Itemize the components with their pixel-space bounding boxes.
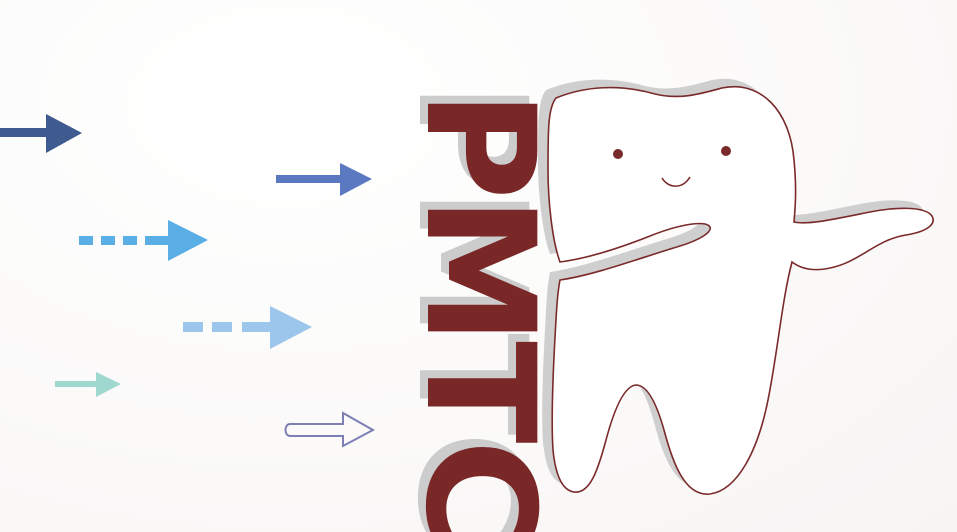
arrow-dashed-icon <box>183 322 203 332</box>
logo-shadow-text: PMTC <box>384 82 558 532</box>
arrow-dash <box>123 236 137 245</box>
arrow-head <box>270 306 312 349</box>
arrow-dash <box>101 236 115 245</box>
arrow-solid-icon <box>276 175 346 183</box>
arrow-dark-navy <box>0 114 82 153</box>
arrow-outline-icon <box>284 411 376 448</box>
tooth-left-eye <box>613 149 623 159</box>
arrow-dash <box>145 236 175 245</box>
logo-text: PMTC <box>392 90 566 532</box>
arrow-small-icon <box>55 381 101 387</box>
arrow-mint <box>55 372 121 397</box>
arrow-sky-blue-dashed <box>79 220 208 261</box>
logo-text-shadow: PMTC <box>384 82 558 532</box>
arrow-dashed-icon <box>79 236 93 245</box>
arrow-solid-icon <box>0 128 50 137</box>
arrow-head <box>46 114 82 153</box>
tooth-right-eye <box>721 146 731 156</box>
arrow-dash <box>212 322 232 332</box>
arrow-light-blue-dashed <box>183 306 312 349</box>
tooth-mascot-icon <box>547 85 934 495</box>
tooth-smile <box>661 176 691 187</box>
logo-main-text: PMTC <box>392 90 566 532</box>
arrow-head <box>96 372 121 397</box>
arrow-outline-purple <box>284 411 376 448</box>
arrow-medium-blue <box>276 163 372 196</box>
arrow-head <box>340 163 372 196</box>
arrow-head <box>168 220 208 261</box>
arrow-dash <box>242 322 276 332</box>
